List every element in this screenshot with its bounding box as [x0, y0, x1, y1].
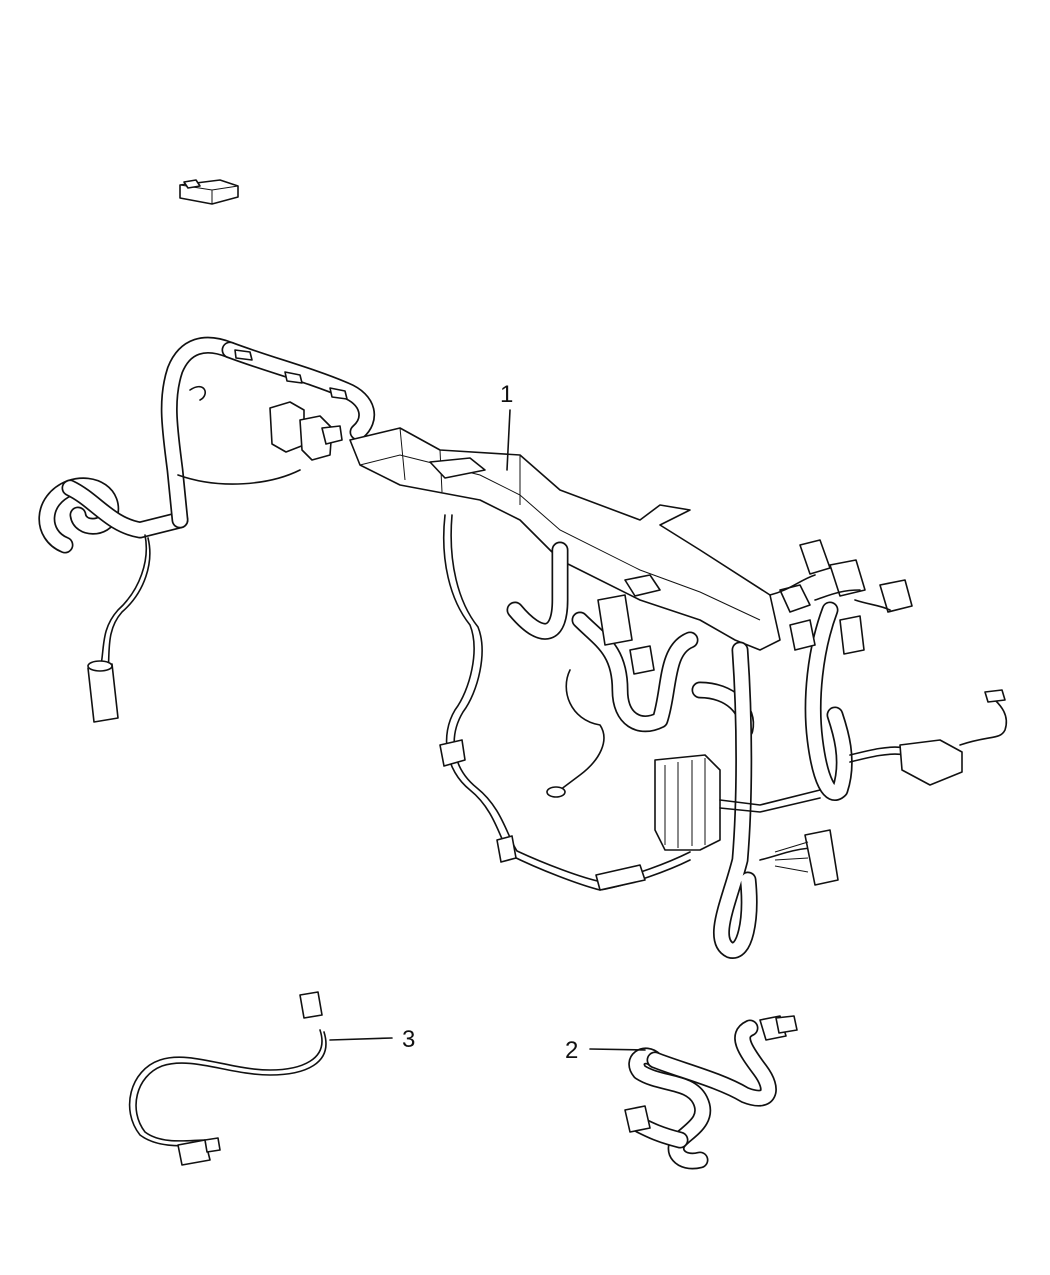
- callout-label-3: 3: [402, 1026, 415, 1053]
- jumper-harness: [624, 1015, 798, 1170]
- callout-label-1: 1: [500, 381, 513, 408]
- wire-lead: [128, 991, 327, 1166]
- leader-line-1: [506, 409, 511, 471]
- leader-line-3: [329, 1037, 393, 1041]
- leader-line-2: [589, 1048, 646, 1051]
- loose-connector-part: [179, 179, 239, 205]
- callout-label-2: 2: [565, 1037, 578, 1064]
- main-harness: [38, 336, 1008, 959]
